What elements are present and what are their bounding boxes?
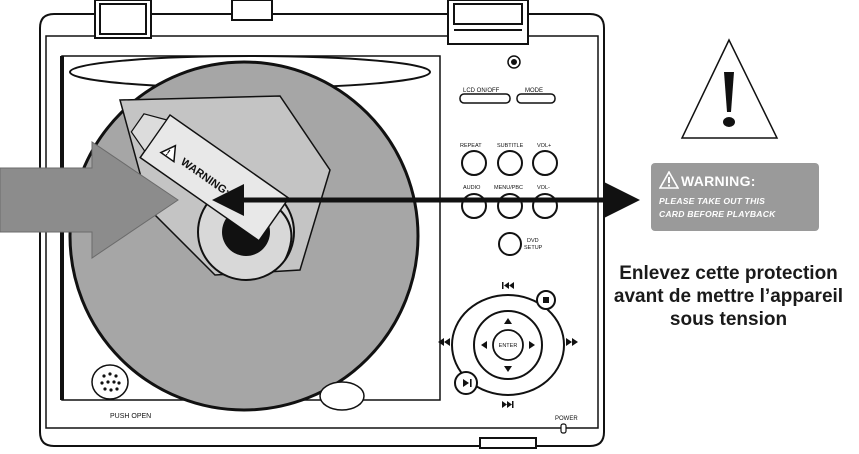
- warning-card: WARNING: PLEASE TAKE OUT THIS CARD BEFOR…: [651, 163, 819, 231]
- enter-button[interactable]: [492, 329, 524, 361]
- vol-plus-label: VOL+: [537, 143, 551, 149]
- dvd-setup-button[interactable]: [498, 232, 522, 256]
- french-caption: Enlevez cette protection avant de mettre…: [598, 262, 859, 331]
- caption-line-2: avant de mettre l’appareil: [613, 286, 844, 307]
- warning-triangle-icon: [680, 38, 779, 139]
- vol-minus-label: VOL-: [537, 185, 550, 191]
- svg-text:!: !: [164, 148, 172, 158]
- skip-next-icon[interactable]: [502, 401, 514, 408]
- dvd-setup-label-2: SETUP: [524, 245, 543, 251]
- push-open-label: PUSH OPEN: [110, 413, 151, 420]
- player-body: [39, 0, 605, 449]
- subtitle-label: SUBTITLE: [497, 143, 524, 149]
- caption-line-3: sous tension: [669, 309, 788, 330]
- arrow-right-icon[interactable]: [529, 341, 535, 349]
- warning-card-line-1: PLEASE TAKE OUT THIS: [659, 196, 766, 206]
- nav-pad: ENTER: [451, 294, 565, 396]
- repeat-label: REPEAT: [460, 143, 482, 149]
- vol-plus-button[interactable]: [532, 150, 558, 176]
- skip-prev-icon[interactable]: [502, 282, 514, 289]
- warning-card-title: WARNING:: [681, 173, 756, 189]
- insert-arrow: [0, 141, 179, 259]
- dvd-setup-label-1: DVD: [527, 238, 539, 244]
- audio-label: AUDIO: [463, 185, 481, 191]
- caption-line-1: Enlevez cette protection: [619, 263, 838, 284]
- arrow-up-icon[interactable]: [504, 318, 512, 324]
- menu-pbc-label: MENU/PBC: [494, 185, 523, 191]
- enter-label: ENTER: [499, 343, 518, 349]
- speaker-grille: [91, 364, 129, 400]
- power-label: POWER: [555, 416, 578, 422]
- mode-label: MODE: [525, 88, 543, 94]
- arrow-down-icon[interactable]: [504, 366, 512, 372]
- warning-card-triangle-icon: [659, 171, 679, 189]
- mode-button[interactable]: [516, 93, 556, 104]
- arrow-left-icon[interactable]: [481, 341, 487, 349]
- lcd-on-off-button[interactable]: [459, 93, 511, 104]
- repeat-button[interactable]: [461, 150, 487, 176]
- rewind-icon[interactable]: [438, 338, 450, 346]
- fast-forward-icon[interactable]: [566, 338, 578, 346]
- lcd-on-off-label: LCD ON/OFF: [463, 88, 500, 94]
- play-pause-icon: [463, 379, 469, 387]
- power-led: [560, 423, 567, 434]
- warning-card-line-2: CARD BEFORE PLAYBACK: [659, 209, 776, 219]
- subtitle-button[interactable]: [497, 150, 523, 176]
- stop-icon: [543, 297, 549, 303]
- pointer-arrow: [212, 182, 640, 218]
